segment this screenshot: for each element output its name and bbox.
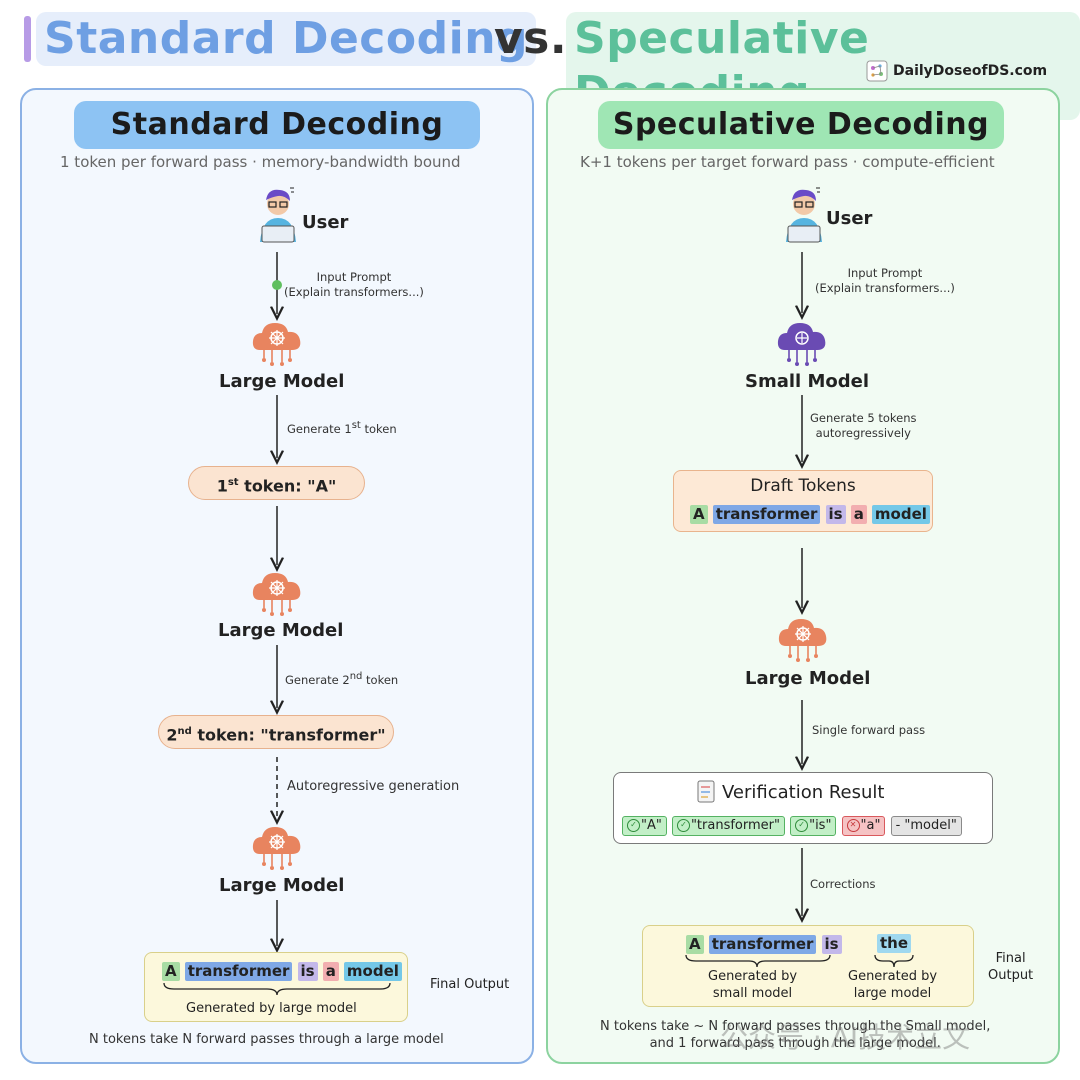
single-forward-pass-label: Single forward pass <box>812 723 926 737</box>
watermark: 公众号 · AI技术立文 <box>720 1021 971 1054</box>
token-the: the <box>877 934 912 953</box>
user-icon <box>260 187 296 243</box>
token-transformer: transformer <box>708 935 817 954</box>
token-transformer: transformer <box>712 505 821 524</box>
large-model-label-3: Large Model <box>219 875 345 896</box>
standard-subtitle: 1 token per forward pass · memory-bandwi… <box>60 153 461 171</box>
token-model: model <box>871 505 930 524</box>
cloud-model-icon <box>778 619 827 662</box>
final-tokens-small: A transformer is <box>686 934 842 954</box>
verified-token-a: ✓"A" <box>622 816 667 836</box>
speculative-decoding-panel <box>546 88 1060 1064</box>
token-a: a <box>850 505 867 524</box>
caption-small-model: Generated by small model <box>708 969 798 1001</box>
cross-icon: ✕ <box>846 819 860 832</box>
cloud-model-icon <box>252 573 301 616</box>
speculative-heading: Speculative Decoding <box>598 101 1004 149</box>
footnote-left: N tokens take N forward passes through a… <box>89 1032 444 1047</box>
caption-large-model: Generated by large model <box>848 969 938 1001</box>
token-a: A <box>162 962 180 981</box>
generate-five-tokens-label: Generate 5 tokens autoregressively <box>810 411 917 440</box>
draft-tokens-row: A transformer is a model <box>690 504 930 524</box>
token-model: model <box>343 962 402 981</box>
first-token-pill: 1st token: "A" <box>188 466 365 500</box>
token-a: A <box>686 935 704 954</box>
cloud-model-icon <box>252 323 301 366</box>
brace-icon <box>874 954 914 968</box>
second-token-pill: 2nd token: "transformer" <box>158 715 394 749</box>
brand-label: DailyDoseofDS.com <box>893 63 1048 79</box>
generate-first-token-label: Generate 1st token <box>287 420 397 436</box>
verified-token-is: ✓"is" <box>790 816 837 836</box>
user-label-left: User <box>302 212 349 233</box>
token-a: A <box>690 505 708 524</box>
small-model-cloud-icon <box>777 323 826 366</box>
large-model-label-right: Large Model <box>745 668 871 689</box>
skipped-token-model: - "model" <box>890 816 962 836</box>
title-accent-bar <box>24 16 31 62</box>
final-output-label-left: Final Output <box>430 977 510 992</box>
small-model-label: Small Model <box>745 371 870 392</box>
rejected-token-a: ✕"a" <box>841 816 886 836</box>
cloud-model-icon <box>252 827 301 870</box>
corrections-label: Corrections <box>810 877 876 891</box>
token-a: a <box>322 962 339 981</box>
token-is: is <box>821 935 842 954</box>
autoregressive-label: Autoregressive generation <box>287 779 460 794</box>
generate-second-token-label: Generate 2nd token <box>285 671 399 687</box>
user-icon <box>786 187 822 243</box>
prompt-label-left: Input Prompt (Explain transformers...) <box>284 270 424 299</box>
brand-logo-icon <box>866 60 888 82</box>
verified-token-transformer: ✓"transformer" <box>671 816 785 836</box>
check-icon: ✓ <box>627 819 640 832</box>
footnote-right: N tokens take ~ N forward passes through… <box>600 1019 991 1051</box>
token-is: is <box>297 962 318 981</box>
large-model-label-1: Large Model <box>219 371 345 392</box>
final-caption-left: Generated by large model <box>186 1001 357 1016</box>
draft-tokens-title: Draft Tokens <box>750 476 856 496</box>
brace-icon <box>163 982 391 996</box>
prompt-label-right: Input Prompt (Explain transformers...) <box>815 266 955 295</box>
page-title-vs: vs. <box>494 13 568 64</box>
check-icon: ✓ <box>795 819 809 832</box>
page-title-standard: Standard Decoding <box>36 12 537 66</box>
final-output-label-right: Final Output <box>988 951 1034 983</box>
brace-icon <box>685 954 831 968</box>
large-model-label-2: Large Model <box>218 620 344 641</box>
check-icon: ✓ <box>676 819 690 832</box>
verification-tokens-row: ✓"A" ✓"transformer" ✓"is" ✕"a" - "model" <box>622 814 962 836</box>
standard-heading: Standard Decoding <box>74 101 480 149</box>
token-is: is <box>825 505 846 524</box>
final-tokens-left: A transformer is a model <box>162 961 402 981</box>
speculative-subtitle: K+1 tokens per target forward pass · com… <box>580 153 995 171</box>
user-label-right: User <box>826 208 873 229</box>
token-transformer: transformer <box>184 962 293 981</box>
checklist-icon <box>697 780 715 803</box>
verification-title: Verification Result <box>722 782 885 803</box>
